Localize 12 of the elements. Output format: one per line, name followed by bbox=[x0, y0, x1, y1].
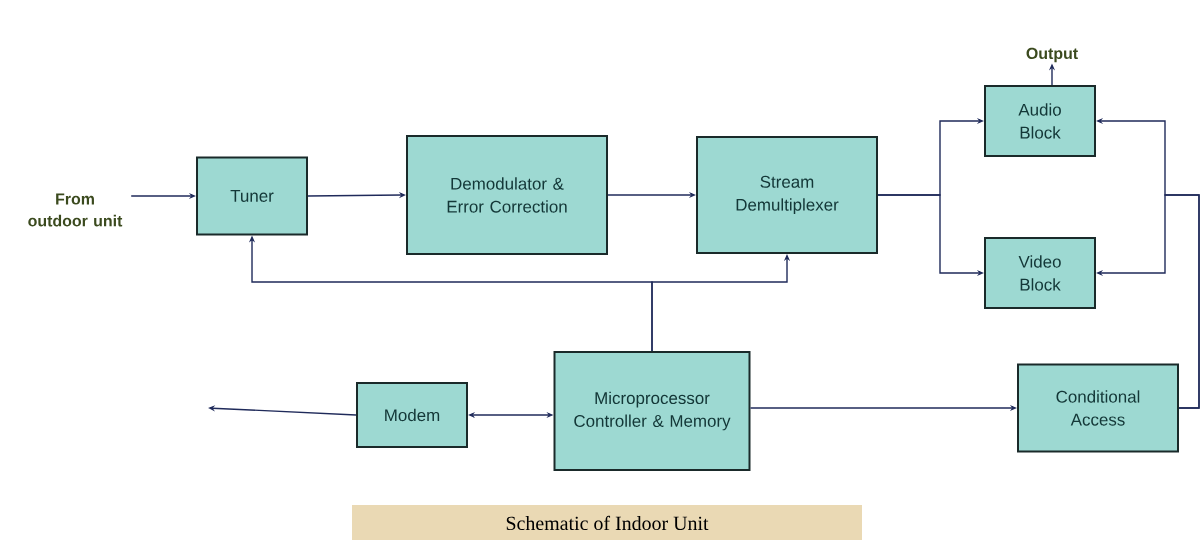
process-box: Conditional Access bbox=[1017, 363, 1179, 453]
process-box: Video Block bbox=[984, 237, 1096, 309]
caption-band: Schematic of Indoor Unit bbox=[352, 505, 862, 540]
process-box: Stream Demultiplexer bbox=[696, 136, 878, 254]
process-box: Modem bbox=[356, 382, 468, 448]
process-box: Demodulator & Error Correction bbox=[406, 135, 608, 255]
process-box: Microprocessor Controller & Memory bbox=[553, 351, 751, 471]
text-label: From outdoor unit bbox=[28, 193, 123, 227]
process-box: Audio Block bbox=[984, 85, 1096, 157]
text-label: Output bbox=[1026, 47, 1078, 63]
arrow bbox=[1096, 194, 1200, 409]
process-box: Tuner bbox=[196, 156, 308, 236]
